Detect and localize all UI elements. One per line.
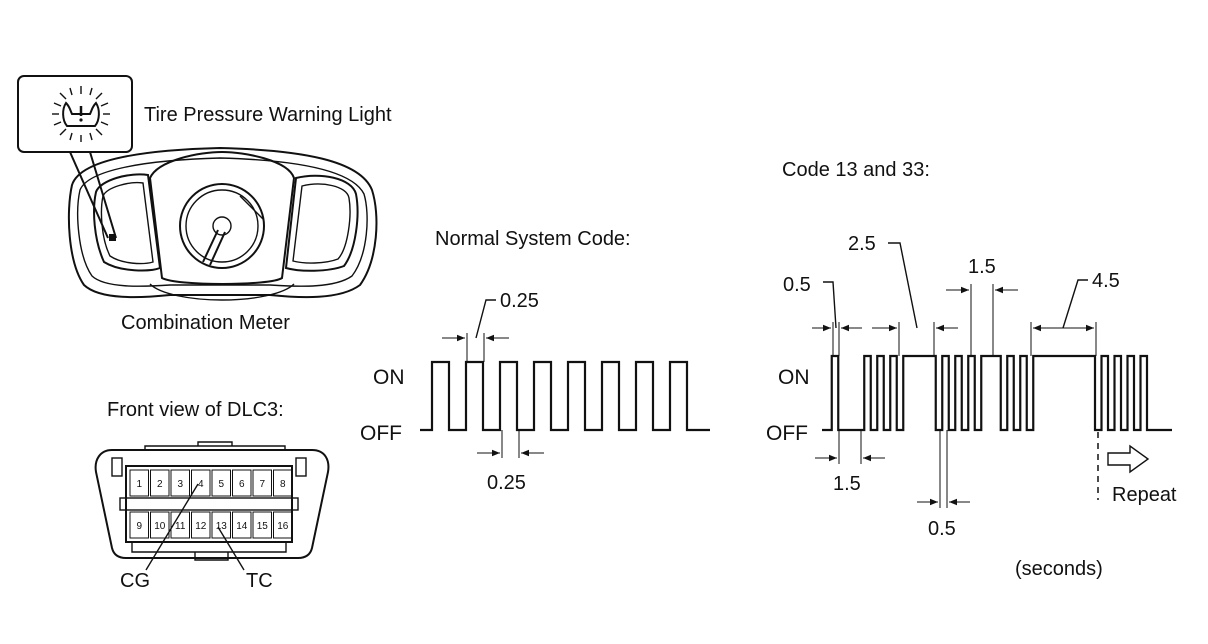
dlc3-pin-cell [252, 511, 272, 539]
dlc3-pin-cell [273, 511, 293, 539]
combination-meter-caption: Combination Meter [121, 312, 290, 334]
dlc3-pin-number: 16 [277, 521, 289, 532]
dlc3-pin-cell [191, 511, 211, 539]
dlc3-pin-number: 8 [280, 479, 286, 490]
warning-light-label: Tire Pressure Warning Light [144, 104, 392, 126]
normal-code-waveform [420, 360, 710, 432]
code-dim-0-5-bottom: 0.5 [928, 518, 956, 540]
code-dim-1-5-bottom: 1.5 [833, 473, 861, 495]
dlc3-pin-number: 12 [195, 521, 207, 532]
code-off-label: OFF [766, 422, 808, 445]
dlc3-pin-number: 7 [259, 479, 265, 490]
dlc3-pin-number: 11 [175, 521, 186, 532]
code-waveform [822, 354, 1172, 432]
dlc3-pin-number: 10 [154, 521, 166, 532]
code-13-33: Code 13 and 33: ON OFF 0.5 2.5 1.5 4.5 [766, 159, 1177, 580]
code-on-label: ON [778, 366, 810, 389]
dlc3-pin-number: 4 [198, 479, 204, 490]
dlc3-pin-cell [150, 469, 170, 497]
dlc3-pin-cell [170, 511, 190, 539]
tire-pressure-warning-icon [52, 86, 110, 142]
dlc3-pin-cell [211, 469, 231, 497]
cg-label: CG [120, 570, 150, 592]
dlc3-pin-number: 14 [236, 521, 248, 532]
dlc3-pin-cell [273, 469, 293, 497]
dlc3-pin-number: 13 [216, 521, 228, 532]
dlc3-pin-cell [252, 469, 272, 497]
code-title: Code 13 and 33: [782, 159, 930, 181]
dlc3-pin-number: 15 [257, 521, 269, 532]
dlc3-pin-number: 9 [136, 521, 142, 532]
dlc3-pin-cell [170, 469, 190, 497]
dlc3-pin-cell [150, 511, 170, 539]
seconds-unit-label: (seconds) [1015, 558, 1103, 580]
combination-meter: Tire Pressure Warning Light Combination … [17, 75, 392, 334]
dlc3-pin-cell [232, 469, 252, 497]
code-dim-0-5-top: 0.5 [783, 274, 811, 296]
dlc3-pin-cell [211, 511, 231, 539]
dlc3-pin-cell [129, 469, 149, 497]
normal-top-dimension: 0.25 [500, 290, 539, 312]
code-dim-4-5: 4.5 [1092, 270, 1120, 292]
normal-off-label: OFF [360, 422, 402, 445]
dlc3-pin-cell [129, 511, 149, 539]
normal-bottom-dimension: 0.25 [487, 472, 526, 494]
dlc3-pin-number: 2 [157, 479, 163, 490]
dlc3-pin-number: 6 [239, 479, 245, 490]
dlc3-pin-number: 1 [136, 479, 142, 490]
tc-label: TC [246, 570, 273, 592]
repeat-label: Repeat [1112, 484, 1177, 506]
repeat-arrow-icon [1107, 444, 1150, 474]
dlc3-caption: Front view of DLC3: [107, 399, 284, 421]
dlc3-pin-cell [191, 469, 211, 497]
code-dim-2-5: 2.5 [848, 233, 876, 255]
dlc3-pin-cell [232, 511, 252, 539]
normal-code-title: Normal System Code: [435, 228, 631, 250]
normal-system-code: Normal System Code: ON OFF 0.25 0.25 [360, 228, 710, 494]
dlc3-pin-number: 5 [218, 479, 224, 490]
dlc3-pin-number: 3 [177, 479, 183, 490]
code-dim-1-5-top: 1.5 [968, 256, 996, 278]
normal-on-label: ON [373, 366, 405, 389]
